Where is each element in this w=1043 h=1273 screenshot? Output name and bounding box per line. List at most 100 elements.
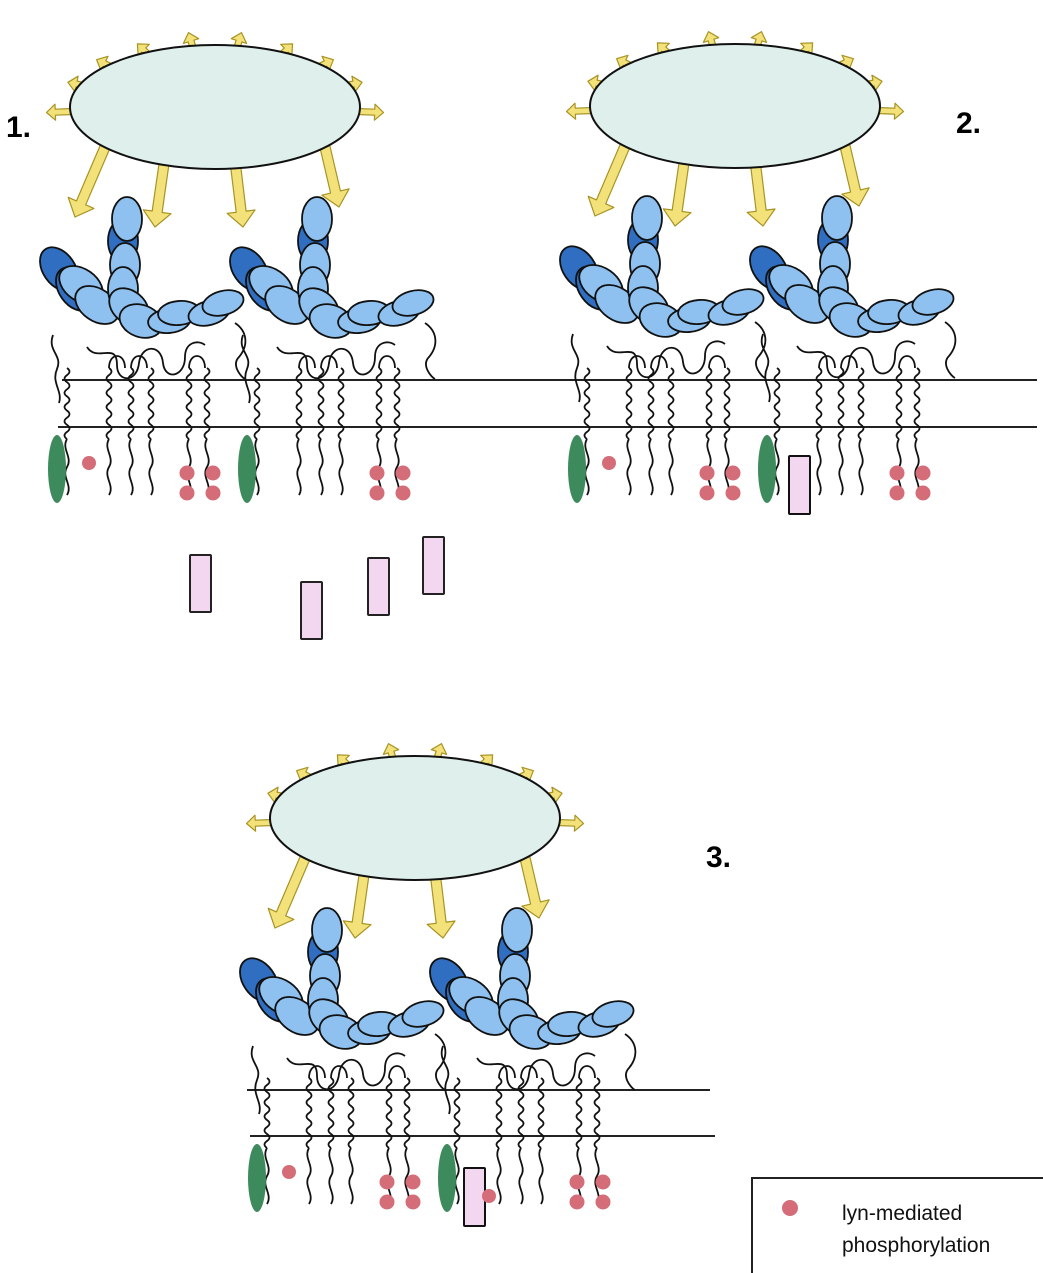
cytoplasmic-tail [595,1148,598,1204]
transmembrane-chain [585,368,590,439]
phosphorylation-dot-icon [570,1175,585,1190]
phosphorylation-dot-icon [482,1189,496,1203]
cytoplasmic-tail [669,439,672,495]
chain-loop [579,1066,595,1078]
cytoplasmic-tail [915,439,918,495]
transmembrane-chain [339,368,344,439]
free-effectors-panel-1 [190,537,444,639]
linker-chain [797,341,915,377]
transmembrane-chain [627,368,632,439]
transmembrane-chain [839,368,844,439]
transmembrane-chain [897,368,902,439]
immune-complex-ellipse-icon [590,44,880,168]
transmembrane-chain [395,368,400,439]
transmembrane-chain [595,1078,600,1148]
linker-chain [625,1034,635,1090]
receptor-complex-panel-1 [32,33,436,503]
signal-arrow-icon [268,856,309,928]
ig-domain-icon [302,197,332,241]
lyn-kinase-icon [568,435,586,503]
panel-label-2: 2. [956,107,981,140]
ig-domain-icon [502,908,532,952]
phosphorylation-dot-icon [396,466,411,481]
transmembrane-chain [707,368,712,439]
phosphorylation-dot-icon [916,466,931,481]
transmembrane-chain [187,368,192,439]
cytoplasmic-tail [319,439,322,495]
signal-arrow-icon [68,145,109,217]
signal-arrow-icon [320,146,349,207]
phosphorylation-dot-icon [700,466,715,481]
cytoplasmic-tail [307,1148,310,1204]
chain-loop [189,356,205,368]
transmembrane-chain [265,1078,270,1148]
legend-label-line2: phosphorylation [842,1234,990,1257]
effector-box-icon [464,1168,485,1226]
signal-arrow-icon [567,103,593,119]
cytoplasmic-tail [725,439,728,495]
transmembrane-chain [649,368,654,439]
linker-chain [607,341,725,377]
cytoplasmic-tail [395,439,398,495]
ig-domain-icon [312,908,342,952]
cytoplasmic-tail [627,439,630,495]
legend-label-line1: lyn-mediated [842,1202,962,1225]
effector-box-icon [301,582,322,639]
cytoplasmic-tail [817,439,820,495]
signal-arrow-icon [227,160,255,227]
signal-arrow-icon [840,145,869,206]
effector-box-icon [423,537,444,594]
signal-arrow-icon [357,104,383,120]
linker-chain [252,1046,260,1114]
chain-loop [899,356,915,368]
phosphorylation-dot-icon [282,1165,296,1179]
ig-domain-icon [632,196,662,240]
phosphorylation-dot-icon [890,466,905,481]
phosphorylation-dot-icon [602,456,616,470]
transmembrane-chain [577,1078,582,1148]
signal-arrow-icon [427,871,455,938]
signal-arrow-icon [588,144,629,216]
receptor-complex-panel-2 [552,32,956,514]
chain-loop [709,356,725,368]
transmembrane-chain [859,368,864,439]
signal-arrow-icon [663,155,691,226]
signal-arrow-icon [343,867,371,938]
signal-arrow-icon [747,159,775,226]
cytoplasmic-tail [205,439,208,495]
chain-loop [379,356,395,368]
ig-domain-icon [822,196,852,240]
cytoplasmic-tail [107,439,110,495]
transmembrane-chain [307,1078,312,1148]
transmembrane-chain [205,368,210,439]
immune-complex-ellipse-icon [70,45,360,169]
transmembrane-chain [377,368,382,439]
signal-arrow-icon [557,815,583,831]
transmembrane-chain [319,368,324,439]
lyn-kinase-icon [48,435,66,503]
phosphorylation-dot-icon [596,1195,611,1210]
cytoplasmic-tail [349,1148,352,1204]
linker-chain [945,322,955,378]
phosphorylation-dot-icon [726,486,741,501]
chain-loop [389,1066,405,1078]
signal-arrow-icon [47,104,73,120]
phosphorylation-dot-icon [916,486,931,501]
transmembrane-chain [387,1078,392,1148]
phosphorylation-dot-icon [596,1175,611,1190]
phosphorylation-dot-icon [206,466,221,481]
transmembrane-chain [405,1078,410,1148]
cytoplasmic-tail [839,439,842,495]
phosphorylation-dot-icon [206,486,221,501]
phosphorylation-dot-icon [82,456,96,470]
legend: lyn-mediated phosphorylation [752,1178,1043,1273]
linker-chain [52,335,60,403]
transmembrane-chain [65,368,70,439]
signal-arrow-icon [247,815,273,831]
phosphorylation-dot-icon [406,1195,421,1210]
cytoplasmic-tail [149,439,152,495]
transmembrane-chain [497,1078,502,1148]
cytoplasmic-tail [329,1148,332,1204]
phosphorylation-dot-icon [180,466,195,481]
